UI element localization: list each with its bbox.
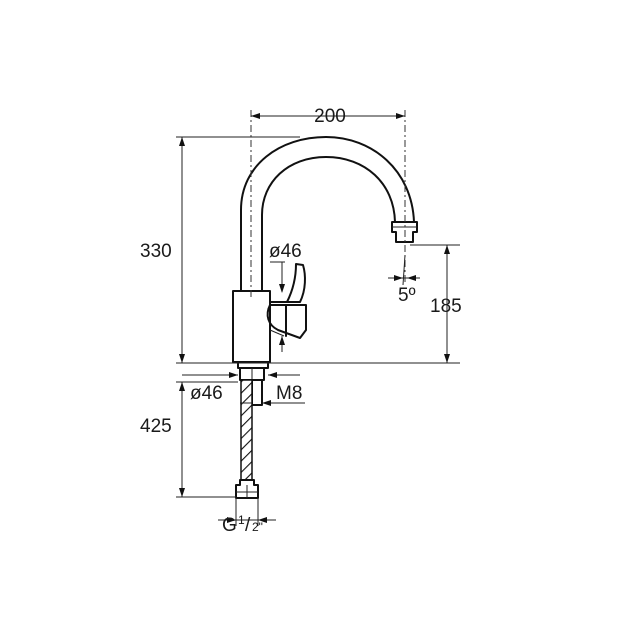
fixing-bolt [239, 367, 265, 381]
label-base-diameter: ø46 [190, 383, 223, 404]
label-total-height: 330 [140, 241, 172, 262]
faucet-body [232, 290, 271, 363]
braided-hose [240, 379, 253, 481]
label-body-diameter: ø46 [269, 241, 302, 262]
faucet-outline [232, 136, 418, 499]
dimension-labels: 200 330 ø46 5º 185 ø46 M8 425 G 1 / 2" [140, 106, 462, 536]
label-hose-length: 425 [140, 416, 172, 437]
spout [240, 136, 415, 273]
dimension-lines [176, 110, 460, 526]
label-spout-angle: 5º [398, 285, 416, 306]
base-ring [237, 361, 269, 369]
label-connection-slash: / [245, 515, 251, 536]
label-bolt-thread: M8 [276, 383, 302, 404]
label-connection-num: 1 [238, 513, 245, 527]
aerator [391, 221, 418, 243]
label-spout-height: 185 [430, 296, 462, 317]
label-connection-g: G [222, 515, 237, 536]
label-spout-reach: 200 [314, 106, 346, 127]
label-connection-den: 2" [252, 520, 263, 534]
lever-handle [269, 263, 306, 303]
